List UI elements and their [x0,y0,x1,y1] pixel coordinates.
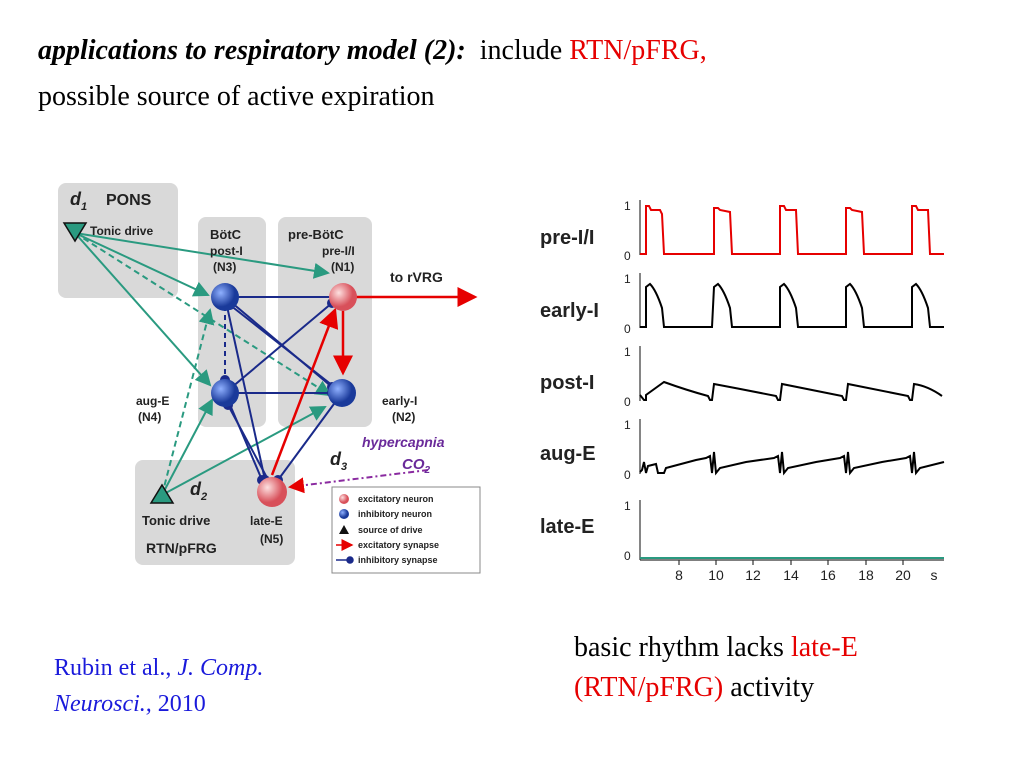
pons-label: PONS [106,192,152,209]
slide-title: applications to respiratory model (2): i… [38,28,1018,120]
d3-label: d3 [330,449,347,473]
n4-label: (N4) [138,410,161,424]
rhythm-note: basic rhythm lacks late-E (RTN/pFRG) act… [574,628,858,708]
x-unit: s [931,567,938,583]
xtick-18: 18 [858,567,874,583]
trace-pre-i [640,205,944,255]
trace-label-late-e: late-E [540,516,594,538]
d1-label: d1 [70,189,87,213]
trace-label-early-i: early-I [540,300,599,322]
trace-post-i [639,380,943,401]
ytick-1-row1: 1 [624,199,631,213]
ytick-1-row4: 1 [624,418,631,432]
citation-authors: Rubin et al., [54,655,172,681]
xtick-14: 14 [783,567,799,583]
botc-label: BötC [210,227,242,242]
note-c: (RTN/pFRG) [574,672,724,703]
pre-i-label: pre-I/I [322,244,355,258]
trace-label-post-i: post-I [540,372,594,394]
neuron-n3 [211,283,239,311]
rtn-label: RTN/pFRG [146,540,217,556]
xtick-12: 12 [745,567,761,583]
to-rvrg-label: to rVRG [390,269,443,285]
neuron-n1 [329,283,357,311]
legend-excitatory-neuron: excitatory neuron [358,494,434,504]
post-i-label: post-I [210,244,243,258]
title-plain: include [479,35,563,66]
diagram-legend: excitatory neuron inhibitory neuron sour… [331,486,481,574]
trace-label-aug-e: aug-E [540,443,596,465]
title-highlight: RTN/pFRG, [569,35,707,66]
neuron-n2 [328,379,356,407]
n1-label: (N1) [331,260,354,274]
ytick-0-row5: 0 [624,549,631,563]
ytick-0-row1: 0 [624,249,631,263]
ytick-1-row3: 1 [624,345,631,359]
xtick-20: 20 [895,567,911,583]
xtick-10: 10 [708,567,724,583]
prebotc-label: pre-BötC [288,227,344,242]
botc-box [198,217,266,427]
early-i-label: early-I [382,394,417,408]
xtick-8: 8 [675,567,683,583]
n2-label: (N2) [392,410,415,424]
note-d: activity [730,672,815,703]
citation: Rubin et al., J. Comp. Neurosci., 2010 [54,650,263,722]
tonic-drive-top: Tonic drive [90,224,153,238]
trace-aug-e [639,451,945,476]
citation-journal-b: Neurosci., [54,691,152,717]
legend-inhibitory-neuron: inhibitory neuron [358,509,432,519]
n3-label: (N3) [213,260,236,274]
n5-label: (N5) [260,532,283,546]
legend-source-of-drive: source of drive [358,525,423,535]
note-b: late-E [790,632,858,663]
note-a: basic rhythm lacks [574,632,784,663]
ytick-1-row2: 1 [624,272,631,286]
ytick-0-row3: 0 [624,395,631,409]
citation-year: 2010 [157,691,206,717]
ytick-1-row5: 1 [624,499,631,513]
aug-e-label: aug-E [136,394,169,408]
trace-early-i [640,282,944,328]
co2-label: CO2 [402,456,431,476]
legend-inhibitory-synapse: inhibitory synapse [358,555,438,565]
rtn-box [135,460,295,565]
d2-label: d2 [190,479,207,503]
title-line2: possible source of active expiration [38,81,435,112]
hypercapnia-label: hypercapnia [362,434,445,450]
activity-traces: pre-I/I early-I post-I aug-E late-E 1 0 … [536,190,956,585]
drive-icon-d2 [149,483,175,504]
neuron-n4 [211,379,239,407]
drive-icon-d1 [62,222,88,243]
trace-label-pre-i: pre-I/I [540,227,594,249]
xtick-16: 16 [820,567,836,583]
network-diagram: d1 PONS Tonic drive BötC post-I (N3) pre… [50,175,490,585]
ytick-0-row2: 0 [624,322,631,336]
title-italic: applications to respiratory model (2): [38,35,466,66]
citation-journal-a: J. Comp. [177,655,264,681]
neuron-n5 [257,477,287,507]
tonic-drive-bottom: Tonic drive [142,513,210,528]
late-e-label: late-E [250,514,283,528]
legend-excitatory-synapse: excitatory synapse [358,540,439,550]
ytick-0-row4: 0 [624,468,631,482]
